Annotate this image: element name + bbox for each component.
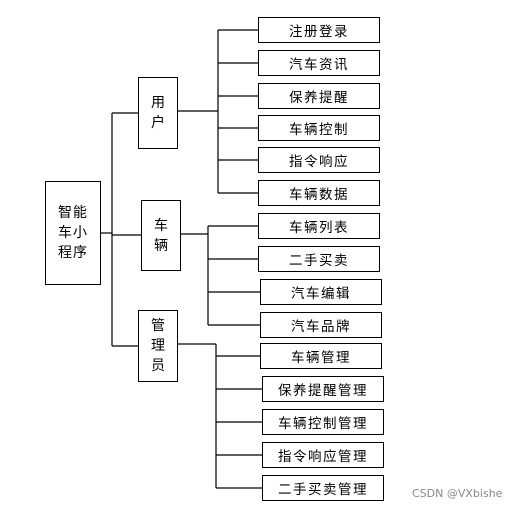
leaf-car-news: 汽车资讯 — [258, 50, 380, 76]
leaf-label: 车辆列表 — [289, 220, 349, 236]
leaf-command-response-management: 指令响应管理 — [262, 442, 384, 468]
leaf-label: 车辆控制管理 — [278, 416, 368, 432]
leaf-command-response: 指令响应 — [258, 147, 380, 173]
leaf-car-edit: 汽车编辑 — [260, 279, 382, 305]
leaf-label: 汽车编辑 — [291, 286, 351, 302]
leaf-label: 保养提醒 — [289, 90, 349, 106]
root-node: 智能车小程序 — [45, 181, 101, 285]
watermark-text: CSDN @VXbishe — [412, 487, 503, 500]
leaf-used-car-trade: 二手买卖 — [258, 246, 380, 272]
leaf-used-car-trade-management: 二手买卖管理 — [262, 475, 384, 501]
leaf-vehicle-list: 车辆列表 — [258, 213, 380, 239]
leaf-vehicle-management: 车辆管理 — [260, 343, 382, 369]
branch-label-user: 用户 — [151, 95, 165, 131]
leaf-maintenance-reminder-management: 保养提醒管理 — [262, 376, 384, 402]
leaf-label: 汽车品牌 — [291, 319, 351, 335]
leaf-maintenance-reminder: 保养提醒 — [258, 83, 380, 109]
leaf-label: 指令响应 — [289, 154, 349, 170]
branch-node-user: 用户 — [138, 77, 178, 149]
leaf-car-brand: 汽车品牌 — [260, 312, 382, 338]
leaf-label: 二手买卖管理 — [278, 482, 368, 498]
leaf-vehicle-control-management: 车辆控制管理 — [262, 409, 384, 435]
leaf-label: 车辆控制 — [289, 122, 349, 138]
branch-node-admin: 管理员 — [138, 310, 178, 382]
branch-label-vehicle: 车辆 — [154, 217, 168, 254]
leaf-label: 保养提醒管理 — [278, 383, 368, 399]
root-label: 智能车小程序 — [58, 205, 88, 261]
leaf-label: 车辆管理 — [291, 350, 351, 366]
leaf-label: 二手买卖 — [289, 253, 349, 269]
leaf-label: 指令响应管理 — [278, 449, 368, 465]
leaf-vehicle-data: 车辆数据 — [258, 180, 380, 206]
branch-label-admin: 管理员 — [151, 318, 165, 374]
leaf-label: 车辆数据 — [289, 187, 349, 203]
branch-node-vehicle: 车辆 — [141, 200, 181, 271]
leaf-vehicle-control: 车辆控制 — [258, 115, 380, 141]
leaf-label: 汽车资讯 — [289, 57, 349, 73]
leaf-label: 注册登录 — [289, 24, 349, 40]
leaf-register-login: 注册登录 — [258, 17, 380, 43]
